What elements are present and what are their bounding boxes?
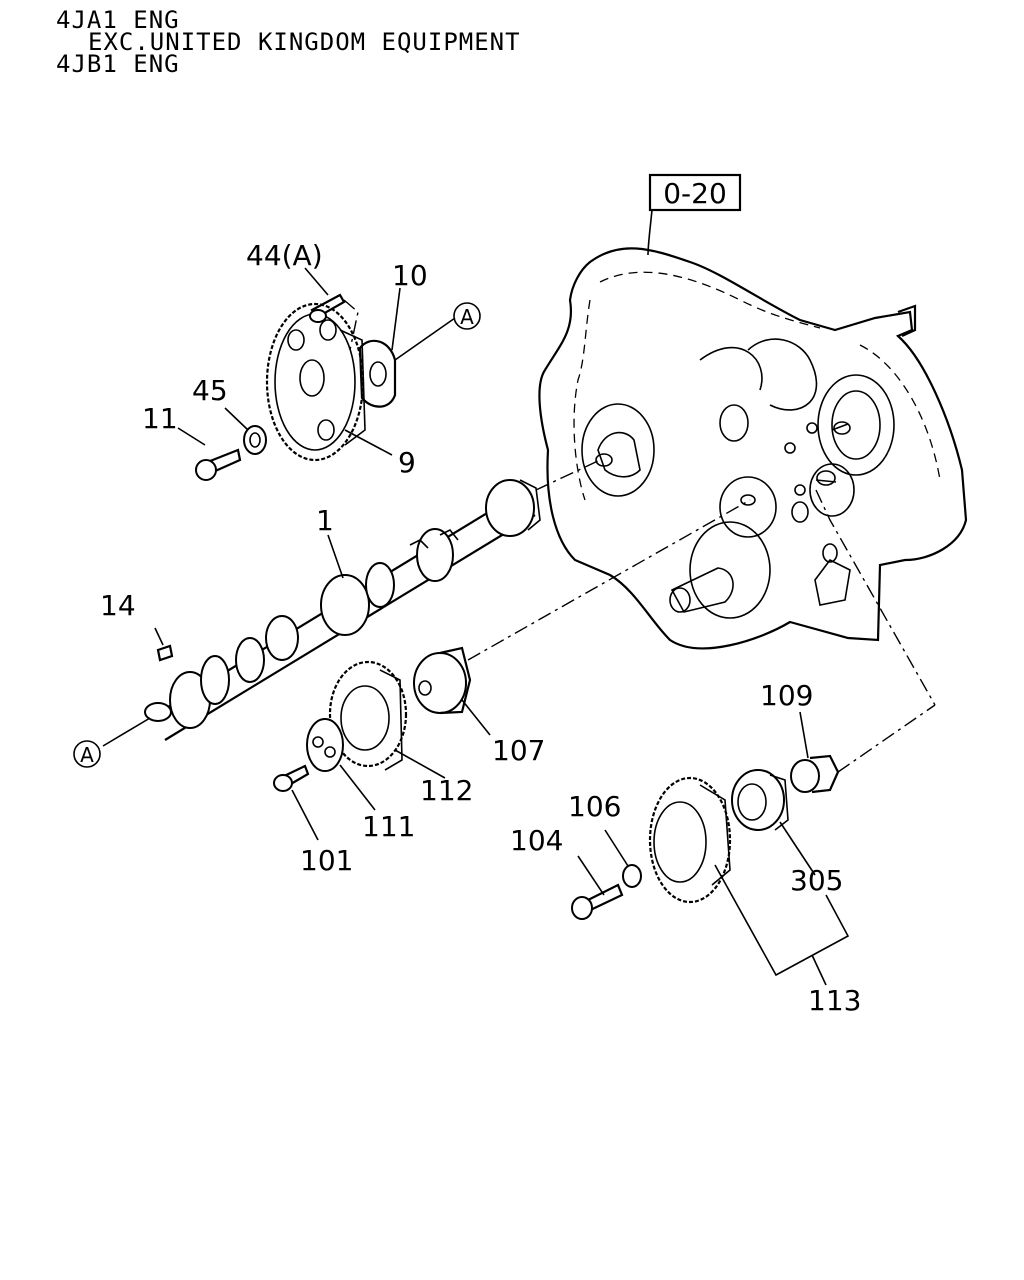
callout-10: 10 (392, 259, 428, 292)
washer-106 (622, 864, 642, 888)
leader-14 (154, 627, 164, 646)
idler-shaft-107 (413, 499, 751, 715)
bolt-104 (571, 883, 624, 920)
bolt-101 (273, 764, 310, 792)
header-line-3: 4JB1 ENG (56, 50, 180, 78)
header-line-1: 4JA1 ENG (56, 6, 180, 34)
reference-box-label: 0-20 (663, 177, 727, 210)
gear-113 (648, 776, 732, 904)
callout-107: 107 (492, 734, 545, 767)
callout-45: 45 (192, 374, 228, 407)
timing-case (538, 247, 968, 650)
callout-104: 104 (510, 824, 563, 857)
callout-101: 101 (300, 844, 353, 877)
callout-305: 305 (790, 864, 843, 897)
callout-113: 113 (808, 984, 861, 1017)
reference-box (648, 173, 742, 212)
bolt-44a (309, 293, 359, 351)
callout-9: 9 (398, 446, 416, 479)
marker-a-circle-top (453, 302, 481, 330)
thrust-plate-111 (306, 718, 344, 772)
marker-a-top: A (460, 305, 474, 329)
leader-lines (102, 209, 936, 986)
marker-a-bottom: A (80, 743, 94, 767)
marker-a-circle-bottom (73, 740, 101, 768)
callout-106: 106 (568, 790, 621, 823)
callout-44a: 44(A) (246, 239, 323, 272)
callout-11: 11 (142, 402, 178, 435)
callout-1: 1 (316, 504, 334, 537)
callout-14: 14 (100, 589, 136, 622)
key-14 (156, 644, 174, 662)
callout-112: 112 (420, 774, 473, 807)
bushing-109 (790, 704, 936, 794)
camshaft-gear-9 (265, 302, 366, 462)
header-line-2: EXC.UNITED KINGDOM EQUIPMENT (88, 28, 521, 56)
camshaft (144, 459, 601, 741)
idler-gear-112 (328, 660, 408, 771)
callout-111: 111 (362, 810, 415, 843)
bolt-11 (195, 448, 242, 481)
callout-109: 109 (760, 679, 813, 712)
thrust-plate-10 (358, 339, 397, 408)
bearing-305 (731, 769, 789, 831)
washer-45 (243, 425, 267, 455)
